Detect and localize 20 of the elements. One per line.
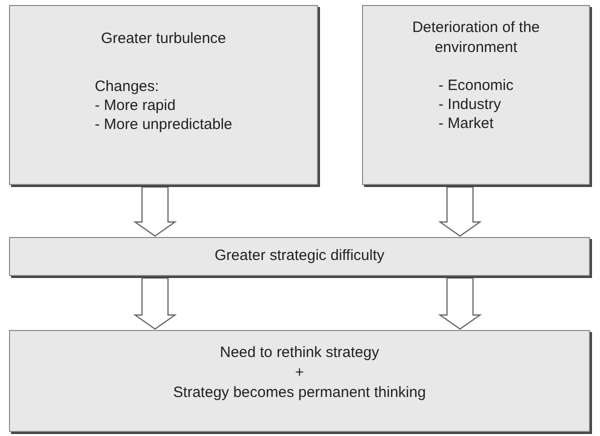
node-text: Greater strategic difficulty [214,246,384,266]
text-box [9,330,590,432]
node-text: Deterioration of the environment [411,18,541,58]
node-text: Greater turbulence [100,29,226,49]
node-text: Changes: [94,76,159,96]
node-text: - Market [438,114,494,133]
block-arrow [438,277,482,330]
text-box [9,237,590,276]
node-text: + [295,363,304,383]
block-arrow [133,277,177,330]
node-text: Need to rethink strategy [220,343,380,363]
node-text: - More rapid [94,96,176,114]
text-box [362,5,590,185]
node-text: - More unpredictable [94,114,232,134]
block-arrow [438,186,482,237]
node-text: - Industry [438,95,502,114]
node-text: Strategy becomes permanent thinking [173,383,426,403]
block-arrow [133,186,177,237]
node-text: - Economic [438,76,514,95]
text-box [9,5,318,185]
